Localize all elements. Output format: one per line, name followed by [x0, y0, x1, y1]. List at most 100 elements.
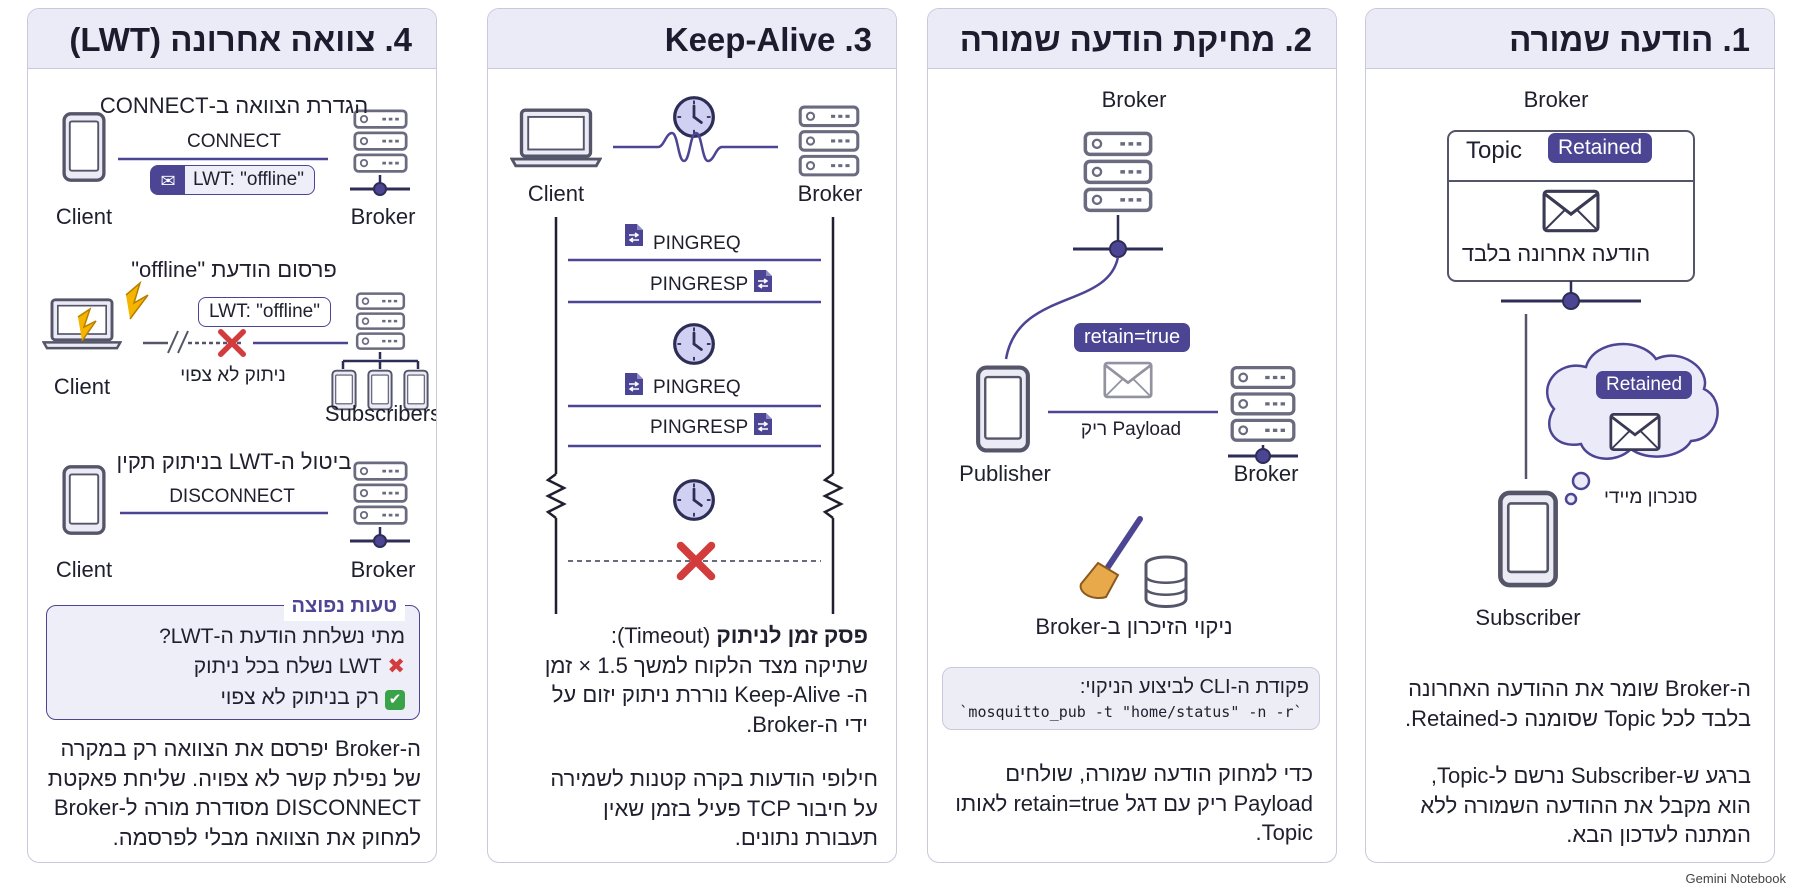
lwt-diagram [42, 109, 429, 548]
client-label-3: Client [55, 557, 113, 582]
last-only-label: הודעה אחרונה בלבד [1461, 241, 1651, 266]
server-icon [355, 292, 406, 351]
phone-icon [62, 112, 106, 182]
broker-top-label: Broker [1101, 87, 1167, 112]
gemini-notebook-brand: Gemini Notebook [1685, 871, 1786, 886]
pitfall-right-text: רק בניתוק לא צפוי [220, 685, 380, 709]
panel-title: 1. הודעה שמורה [1509, 21, 1750, 58]
description: ה-Broker יפרסם את הצוואה רק במקרה של נפי… [47, 736, 421, 851]
clock-icon [673, 323, 715, 365]
panel-retained-message: 1. הודעה שמורה Broker Topic Retained הוד… [1365, 8, 1775, 863]
network-node [1109, 240, 1127, 258]
clock-icon [673, 479, 715, 521]
phone-icon [62, 465, 106, 535]
description-1: ה-Broker שומר את ההודעה האחרונה בלבד לכל… [1405, 676, 1751, 731]
pingreq-1: PINGREQ [653, 233, 741, 254]
panel-delete-retained: 2. מחיקת הודעה שמורה Broker retain=true … [927, 8, 1337, 863]
unexpected-label: ניתוק לא צפוי [180, 365, 286, 386]
cloud-retained-tag: Retained [1596, 371, 1693, 399]
broker-label-3: Broker [350, 557, 416, 582]
cli-code: `mosquitto_pub -t "home/status" -n -r` [959, 703, 1303, 721]
panel-header: 2. מחיקת הודעה שמורה [928, 9, 1336, 69]
phone-icon [1500, 493, 1555, 585]
publisher-label: Publisher [959, 461, 1051, 486]
broker-label: Broker [1523, 87, 1589, 112]
cancel-heading: ביטול ה-LWT בניתוק תקין [116, 449, 352, 474]
document-icon [624, 223, 644, 247]
retained-diagram [1447, 130, 1719, 863]
database-icon [1144, 555, 1188, 608]
delete-diagram [928, 131, 1298, 608]
common-pitfall-box: טעות נפוצה מתי נשלחת הודעת ה-LWT? ✖ LWT … [46, 592, 420, 721]
description-2: ברגע ש-Subscriber נרשם ל-Topic, הוא מקבל… [1420, 763, 1751, 848]
retained-tag: Retained [1548, 133, 1653, 163]
network-node [1255, 448, 1271, 464]
disconnect-label: DISCONNECT [169, 486, 295, 507]
envelope-icon: ✉ [151, 166, 185, 194]
panel-header: 1. הודעה שמורה [1366, 9, 1774, 69]
lightning-icon [125, 280, 149, 320]
keep-alive-diagram [510, 96, 860, 614]
pingreq-2: PINGREQ [653, 377, 741, 398]
server-icon [798, 105, 860, 177]
pitfall-title: טעות נפוצה [283, 592, 405, 621]
broker-right-label: Broker [1233, 461, 1299, 486]
panel-title: 4. צוואה אחרונה (LWT) [69, 21, 412, 58]
client-label-1: Client [55, 204, 113, 229]
subscriber-label: Subscriber [1475, 605, 1581, 630]
lwt-message-text: LWT: "offline" [193, 169, 304, 190]
retain-true-tag: retain=true [1074, 323, 1191, 352]
connect-label: CONNECT [187, 131, 281, 152]
description: כדי למחוק הודעה שמורה, שולחים Payload רי… [955, 761, 1313, 846]
lwt-speech-bubble: LWT: "offline" [198, 297, 331, 327]
lwt-message-box: ✉ LWT: "offline" [150, 165, 315, 195]
publish-heading: פרסום הודעת "offline" [131, 257, 337, 282]
subscribers-label: Subscribers [324, 401, 437, 426]
check-icon: ✔ [385, 689, 405, 710]
panel-lwt: 4. צוואה אחרונה (LWT) הגדרת הצוואה ב-CON… [27, 8, 437, 863]
network-node [1562, 292, 1580, 310]
cli-heading: פקודת ה-CLI לביצוע הניקוי: [1079, 676, 1309, 698]
cleanup-label: ניקוי הזיכרון ב-Broker [1035, 614, 1233, 639]
envelope-icon [1542, 189, 1600, 233]
broker-label: Broker [797, 181, 863, 206]
phone-icon [978, 368, 1028, 451]
server-icon [353, 461, 408, 525]
pitfall-wrong: ✖ LWT נשלח בכל ניתוק [61, 652, 405, 682]
topic-label: Topic [1466, 137, 1523, 164]
timeout-title-rest: (Timeout): [610, 623, 717, 648]
instant-sync-label: סנכרון מיידי [1604, 487, 1698, 508]
panel-header: 4. צוואה אחרונה (LWT) [28, 9, 436, 69]
timeout-body: שתיקה מצד הלקוח למשך 1.5 × זמן ה- Keep-A… [544, 652, 868, 738]
panel-title: 2. מחיקת הודעה שמורה [959, 21, 1312, 58]
server-icon [1083, 131, 1153, 213]
pitfall-right: ✔ רק בניתוק לא צפוי [61, 683, 405, 713]
panel-header: Keep-Alive .3 [488, 9, 896, 69]
pitfall-wrong-text: LWT נשלח בכל ניתוק [193, 655, 382, 679]
broker-label-1: Broker [350, 204, 416, 229]
setup-heading: הגדרת הצוואה ב-CONNECT [99, 93, 369, 118]
document-icon [753, 412, 773, 436]
envelope-icon [1103, 361, 1153, 399]
cli-command-box: פקודת ה-CLI לביצוע הניקוי: `mosquitto_pu… [942, 667, 1320, 730]
timeout-title: פסק זמן לניתוק [716, 623, 868, 648]
envelope-icon [1609, 412, 1661, 452]
pingresp-1: PINGRESP [650, 274, 749, 295]
broom-icon [1079, 516, 1143, 599]
client-label: Client [527, 181, 585, 206]
laptop-icon [510, 108, 602, 168]
payload-label: Payload ריק [1080, 419, 1182, 440]
lightning-icon [77, 307, 97, 342]
timeout-description: פסק זמן לניתוק (Timeout): שתיקה מצד הלקו… [533, 621, 868, 740]
pitfall-question: מתי נשלחת הודעת ה-LWT? [159, 625, 405, 648]
description: חילופי הודעות בקרה קטנות לשמירה על חיבור… [550, 766, 878, 851]
clock-icon [673, 96, 715, 138]
wrong-x-icon: ✖ [387, 655, 405, 679]
pingresp-2: PINGRESP [650, 417, 749, 438]
panel-keep-alive: Keep-Alive .3 Client Broker PINGREQ PING… [487, 8, 897, 863]
panel-title: Keep-Alive .3 [664, 21, 872, 58]
document-icon [624, 372, 644, 396]
document-icon [753, 269, 773, 293]
client-label-2: Client [53, 374, 111, 399]
server-icon [353, 109, 408, 173]
